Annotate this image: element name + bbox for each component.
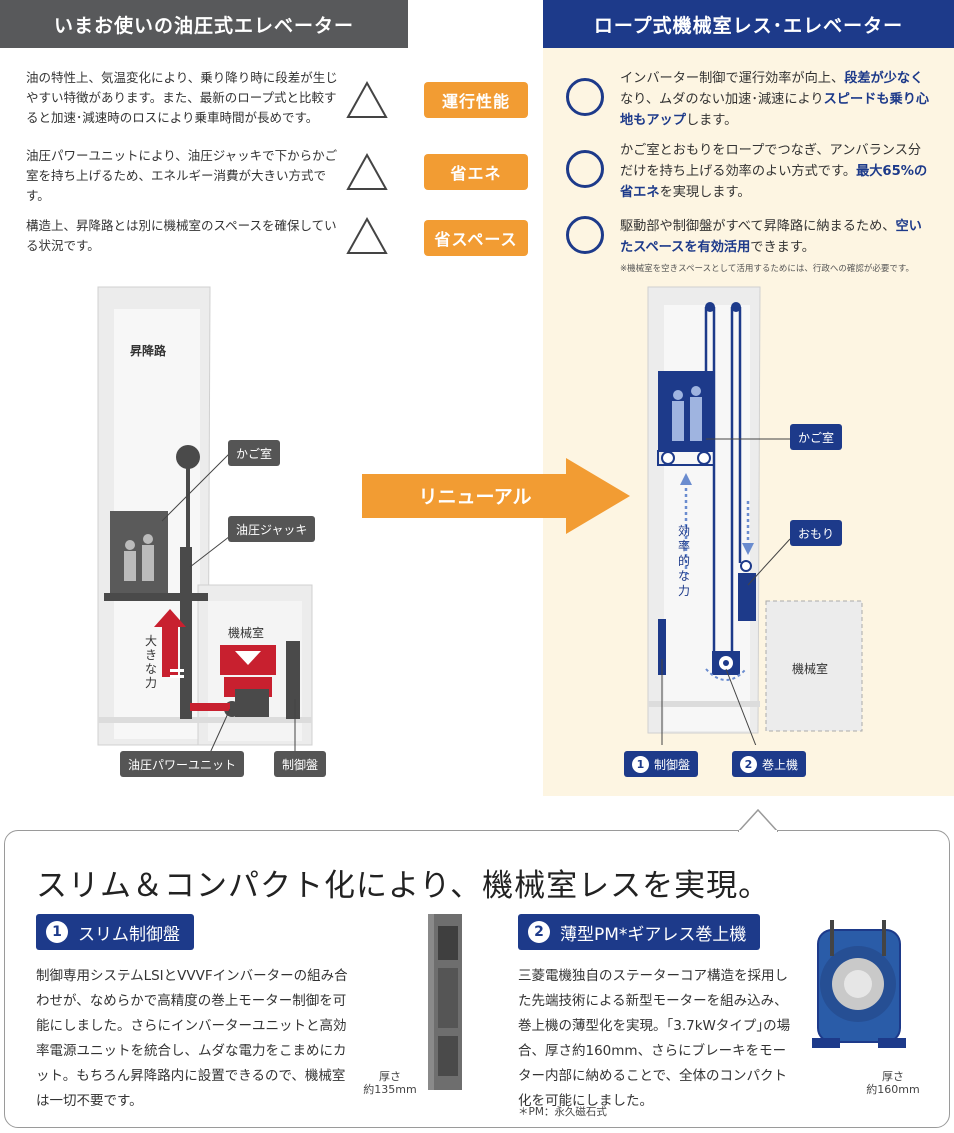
right-row-2-text: かご室とおもりをロープでつなぎ、アンバランス分だけを持ち上げる効率のよい方式です…	[620, 143, 928, 200]
label-shaft: 昇降路	[130, 344, 167, 358]
hydraulic-elevator-diagram	[97, 286, 313, 754]
label-big-force: 大きな力	[145, 634, 158, 690]
left-header: いまお使いの油圧式エレベーター	[0, 0, 408, 48]
circle-icon	[566, 78, 604, 116]
tag-power-unit: 油圧パワーユニット	[120, 751, 245, 777]
label-efficient-force: 効率的な力	[678, 524, 691, 598]
tag-control-panel: 制御盤	[274, 751, 327, 777]
triangle-icon	[346, 152, 388, 190]
feature-panel	[4, 830, 950, 1128]
feature-2-footnote: ＊PM：永久磁石式	[518, 1106, 607, 1118]
rope-elevator-diagram	[647, 286, 863, 745]
feature-1-text: 制御専用システムLSIとVVVFインバーターの組み合わせが、なめらかで高精度の巻…	[36, 968, 348, 1109]
feature-title: スリム＆コンパクト化により、機械室レスを実現。	[36, 868, 771, 904]
label-machine-room-right: 機械室	[792, 662, 829, 676]
feature-1-thickness: 厚さ約135mm	[363, 1070, 417, 1096]
circle-icon	[566, 150, 604, 188]
triangle-icon	[346, 216, 388, 254]
triangle-icon	[346, 80, 388, 118]
renewal-arrow-icon	[362, 458, 630, 534]
tag-jack: 油圧ジャッキ	[228, 516, 316, 542]
tag-car: かご室	[228, 440, 281, 466]
right-row-1-text: インバーター制御で運行効率が向上、段差が少なくなり、ムダのない加速･減速によりス…	[620, 71, 930, 128]
tag-counterweight: おもり	[790, 520, 843, 546]
label-machine-room: 機械室	[228, 626, 265, 640]
left-row-3-text: 構造上、昇降路とは別に機械室のスペースを確保している状況です。	[26, 218, 337, 253]
right-footnote: ※機械室を空きスペースとして活用するためには、行政への確認が必要です。	[620, 264, 915, 274]
tag-car-right: かご室	[790, 424, 843, 450]
renewal-label: リニューアル	[418, 486, 532, 508]
feature-2-text: 三菱電機独自のステーターコア構造を採用した先端技術による新型モーターを組み込み、…	[518, 968, 791, 1109]
right-row-3-text: 駆動部や制御盤がすべて昇降路に納まるため、空いたスペースを有効活用できます。	[620, 219, 922, 255]
circle-icon	[566, 216, 604, 254]
left-row-1-text: 油の特性上、気温変化により、乗り降り時に段差が生じやすい特徴があります。また、最…	[26, 70, 338, 125]
right-header: ロープ式機械室レス･エレベーター	[543, 0, 954, 48]
control-panel-image	[428, 914, 462, 1090]
feature-2-thickness: 厚さ約160mm	[866, 1070, 920, 1096]
badge-energy-saving: 省エネ	[424, 154, 528, 190]
hoist-machine-image	[812, 920, 906, 1048]
left-row-2-text: 油圧パワーユニットにより、油圧ジャッキで下からかご室を持ち上げるため、エネルギー…	[26, 148, 338, 203]
badge-space-saving: 省スペース	[424, 220, 528, 256]
badge-performance: 運行性能	[424, 82, 528, 118]
callout-pointer	[738, 808, 778, 832]
